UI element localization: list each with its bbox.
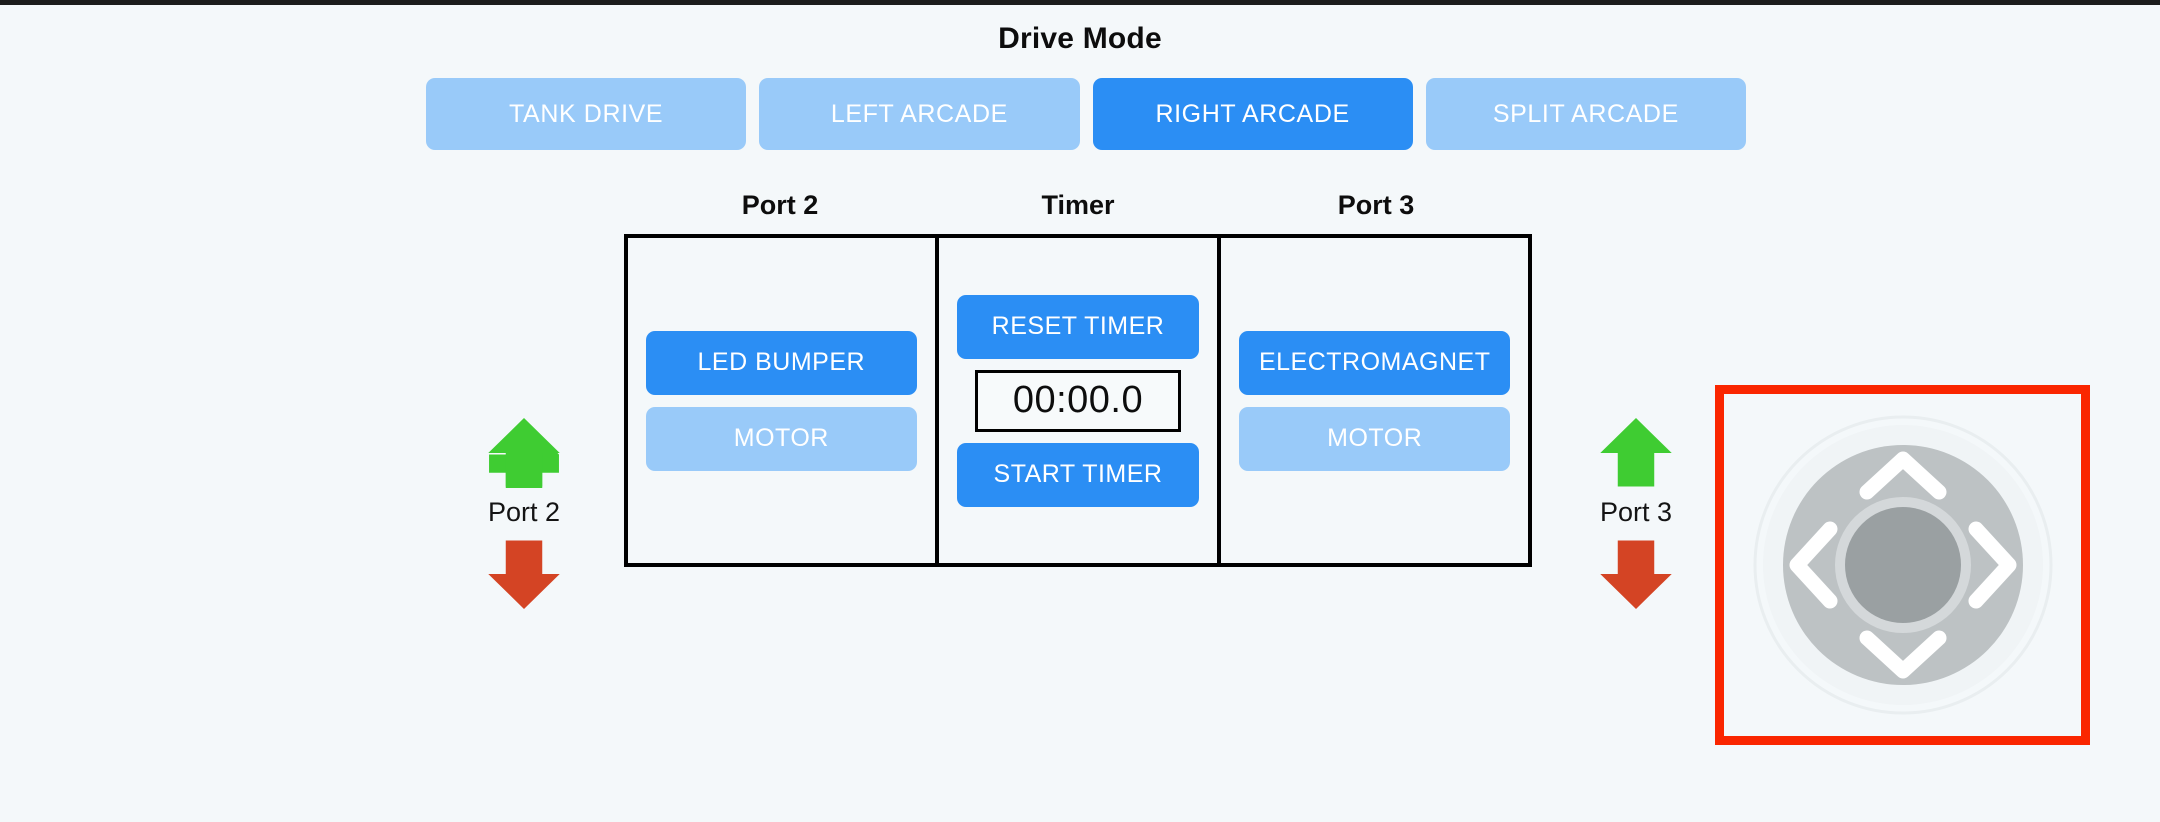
arrow-down-icon[interactable] bbox=[1598, 536, 1674, 612]
reset-timer-button[interactable]: RESET TIMER bbox=[956, 294, 1200, 359]
port2-led-bumper-button[interactable]: LED BUMPER bbox=[646, 330, 917, 395]
dpad-up-icon[interactable] bbox=[1859, 451, 1946, 500]
port2-label: Port 2 bbox=[487, 497, 561, 527]
arrow-down-icon[interactable] bbox=[486, 536, 562, 612]
drive-mode-right-arcade[interactable]: RIGHT ARCADE bbox=[1092, 78, 1413, 150]
port3-electromagnet-button[interactable]: ELECTROMAGNET bbox=[1239, 330, 1511, 395]
panel-header-port2: Port 2 bbox=[741, 190, 819, 220]
panel-header-row: Port 2 Timer Port 3 bbox=[624, 190, 1532, 221]
dpad-left-icon[interactable] bbox=[1789, 521, 1837, 609]
dpad-joystick[interactable] bbox=[1753, 415, 2053, 715]
port2-motor-button[interactable]: MOTOR bbox=[646, 406, 917, 471]
port3-motor-button[interactable]: MOTOR bbox=[1239, 406, 1511, 471]
page-title: Drive Mode bbox=[998, 22, 1162, 55]
port3-arrow-control: Port 3 bbox=[1556, 415, 1716, 612]
drive-mode-tank-drive[interactable]: TANK DRIVE bbox=[426, 78, 747, 150]
control-panel-group: LED BUMPER MOTOR RESET TIMER 00:00.0 STA… bbox=[624, 234, 1532, 567]
port3-label: Port 3 bbox=[1599, 497, 1673, 527]
drive-mode-button-group: TANK DRIVE LEFT ARCADE RIGHT ARCADE SPLI… bbox=[426, 78, 1746, 150]
joystick-highlight-box[interactable] bbox=[1715, 385, 2090, 745]
panel-header-timer: Timer bbox=[1041, 190, 1115, 220]
panel-port3: ELECTROMAGNET MOTOR bbox=[1221, 238, 1528, 563]
panel-timer: RESET TIMER 00:00.0 START TIMER bbox=[939, 238, 1222, 563]
dpad-down-icon[interactable] bbox=[1859, 630, 1946, 679]
drive-mode-split-arcade[interactable]: SPLIT ARCADE bbox=[1425, 78, 1746, 150]
panel-port2: LED BUMPER MOTOR bbox=[628, 238, 939, 563]
arrow-up-icon[interactable] bbox=[486, 415, 562, 491]
start-timer-button[interactable]: START TIMER bbox=[956, 442, 1200, 507]
dpad-center-hub[interactable] bbox=[1844, 507, 1961, 623]
port2-arrow-control: Port 2 bbox=[444, 415, 604, 612]
timer-display: 00:00.0 bbox=[975, 369, 1181, 432]
panel-header-port3: Port 3 bbox=[1337, 190, 1415, 220]
dpad-right-icon[interactable] bbox=[1968, 521, 2016, 609]
top-chrome-bar bbox=[0, 0, 2160, 5]
arrow-up-icon[interactable] bbox=[1598, 415, 1674, 491]
drive-mode-left-arcade[interactable]: LEFT ARCADE bbox=[759, 78, 1080, 150]
dpad-outer-halo bbox=[1753, 415, 2052, 715]
